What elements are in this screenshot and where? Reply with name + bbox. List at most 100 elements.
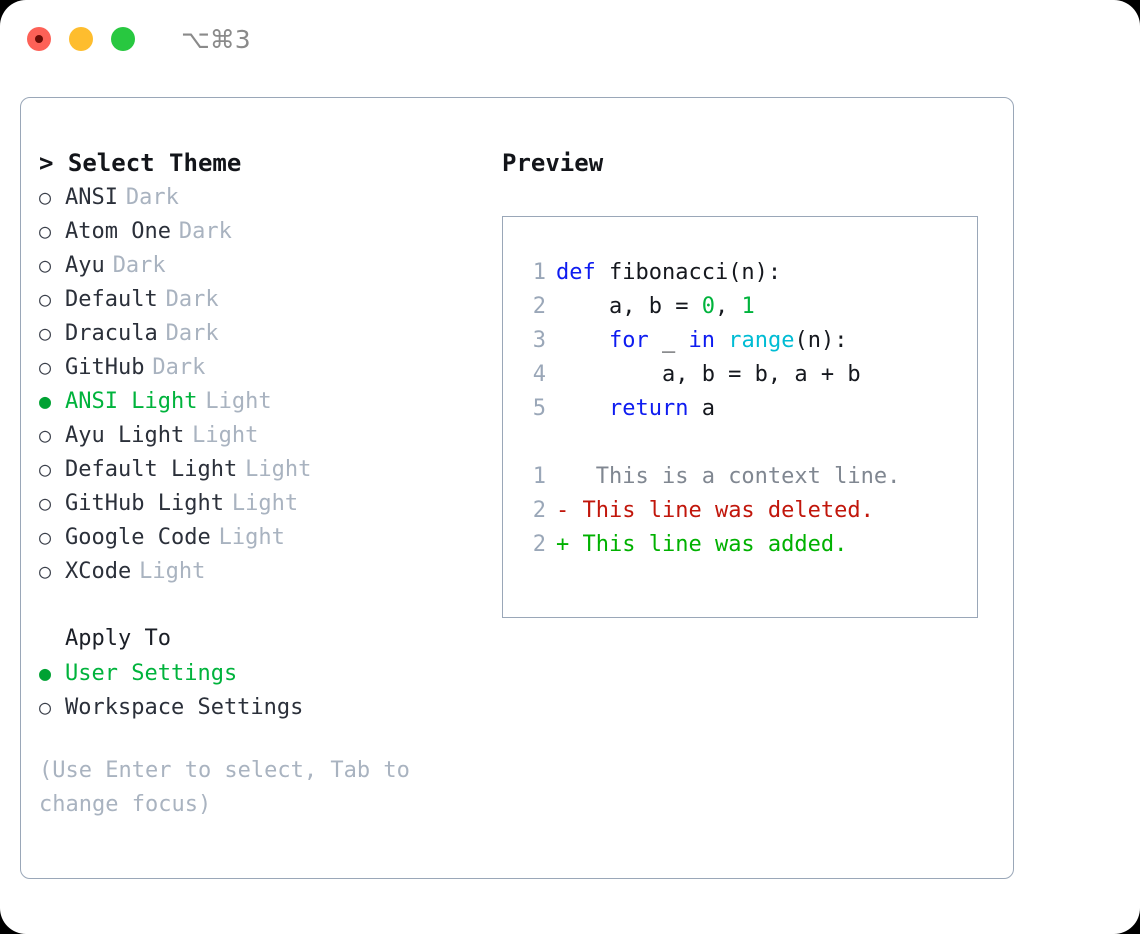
radio-unselected-icon: ○ (39, 457, 52, 481)
close-button[interactable] (27, 27, 51, 51)
keyboard-hint-text: (Use Enter to select, Tab to change focu… (39, 758, 424, 817)
code-token-plain: , (714, 294, 742, 319)
theme-option-variant: Light (192, 423, 259, 448)
theme-option-name: Ayu (65, 253, 105, 278)
diff-line-add: 2+ This line was added. (516, 528, 971, 562)
theme-option-name: GitHub Light (65, 491, 224, 516)
theme-option-variant: Light (218, 525, 285, 550)
theme-option[interactable]: ○ Default Light Light (39, 452, 499, 486)
theme-option-variant: Light (205, 389, 272, 414)
code-token-kw: return (608, 396, 689, 421)
theme-option-name: Atom One (65, 219, 171, 244)
theme-option-name: Default (65, 287, 158, 312)
radio-unselected-icon: ○ (39, 355, 52, 379)
theme-option-variant: Dark (112, 253, 166, 278)
code-token-fn: range (728, 328, 795, 353)
theme-option[interactable]: ○ Default Dark (39, 282, 499, 316)
radio-unselected-icon: ○ (39, 695, 52, 719)
radio-unselected-icon: ○ (39, 219, 52, 243)
apply-to-option-label: Workspace Settings (65, 695, 304, 720)
theme-option-name: ANSI (65, 185, 118, 210)
theme-option[interactable]: ○ Atom One Dark (39, 214, 499, 248)
diff-line-ctx: 1 This is a context line. (516, 460, 971, 494)
code-token-num: 1 (741, 294, 755, 319)
code-line-text: def fibonacci(n): (556, 256, 781, 290)
code-token-kw: in (688, 328, 715, 353)
diff-line-text: This line was deleted. (569, 498, 874, 523)
code-line: 4 a, b = b, a + b (516, 358, 971, 392)
code-token-plain: (n): (794, 328, 848, 353)
radio-selected-icon: ● (39, 661, 52, 685)
radio-unselected-icon: ○ (39, 253, 52, 277)
theme-option-name: ANSI Light (65, 389, 198, 414)
code-token-plain: a (688, 396, 715, 421)
code-token-kw: def (556, 260, 609, 285)
theme-option-name: Ayu Light (65, 423, 185, 448)
radio-unselected-icon: ○ (39, 287, 52, 311)
section-spacer (39, 588, 499, 622)
theme-option[interactable]: ○ Ayu Light Light (39, 418, 499, 452)
theme-option-variant: Light (245, 457, 312, 482)
code-line-text: for _ in range(n): (556, 324, 847, 358)
diff-line-text: This is a context line. (569, 464, 901, 489)
line-number: 5 (532, 396, 546, 421)
keyboard-shortcut-label: ⌥⌘3 (181, 24, 251, 54)
theme-option-name: Default Light (65, 457, 238, 482)
diff-lines: 1 This is a context line.2- This line wa… (516, 460, 971, 562)
diff-marker (556, 460, 569, 494)
diff-marker: + (556, 532, 570, 557)
hint-spacer (39, 724, 499, 754)
theme-option-name: XCode (65, 559, 132, 584)
maximize-button[interactable] (111, 27, 135, 51)
diff-marker: - (556, 498, 570, 523)
theme-option[interactable]: ○ Ayu Dark (39, 248, 499, 282)
theme-option[interactable]: ○ ANSI Dark (39, 180, 499, 214)
code-token-plain: a, b = (556, 294, 702, 319)
theme-option-variant: Dark (125, 185, 179, 210)
code-token-kw: for (608, 328, 649, 353)
code-line: 5 return a (516, 392, 971, 426)
minimize-button[interactable] (69, 27, 93, 51)
theme-option-name: Dracula (65, 321, 158, 346)
theme-option-variant: Light (139, 559, 206, 584)
apply-to-heading: Apply To (65, 626, 171, 651)
diff-line-del: 2- This line was deleted. (516, 494, 971, 528)
line-number: 3 (532, 328, 546, 353)
radio-unselected-icon: ○ (39, 185, 52, 209)
select-theme-heading: > Select Theme (39, 149, 242, 177)
radio-unselected-icon: ○ (39, 491, 52, 515)
line-number: 2 (532, 294, 546, 319)
radio-unselected-icon: ○ (39, 423, 52, 447)
code-line-text: return a (556, 392, 715, 426)
theme-option-variant: Dark (178, 219, 232, 244)
apply-to-option[interactable]: ● User Settings (39, 656, 499, 690)
diff-line-text: This line was added. (569, 532, 848, 557)
code-token-plain (556, 328, 609, 353)
code-token-plain: fibonacci(n): (608, 260, 782, 285)
apply-to-list[interactable]: ● User Settings ○ Workspace Settings (39, 656, 499, 724)
theme-option-name: Google Code (65, 525, 211, 550)
theme-option-variant: Dark (165, 287, 219, 312)
apply-to-option[interactable]: ○ Workspace Settings (39, 690, 499, 724)
theme-option[interactable]: ○ GitHub Light Light (39, 486, 499, 520)
line-number: 1 (532, 464, 546, 489)
theme-option-variant: Light (231, 491, 299, 516)
apply-to-option-label: User Settings (65, 661, 238, 686)
theme-option-variant: Dark (152, 355, 206, 380)
code-token-plain (556, 396, 609, 421)
code-token-plain: a, b = b, a + b (556, 362, 861, 387)
code-token-num: 0 (701, 294, 715, 319)
